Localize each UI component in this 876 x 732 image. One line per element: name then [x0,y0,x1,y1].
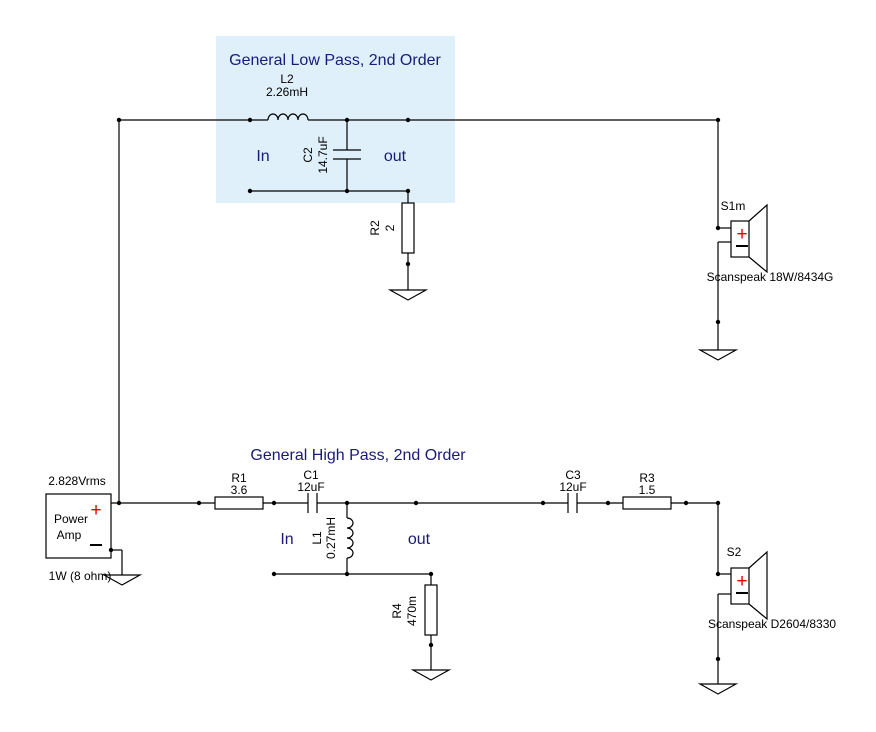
low-pass-in-label: In [256,148,269,165]
top-wires [118,119,718,503]
junction-dot [715,656,721,662]
junction-dot [116,500,122,506]
junction-dot [715,571,721,577]
junction-dot [247,117,253,123]
ground-icon [101,574,143,586]
junction-dot [715,319,721,325]
junction-dot [108,547,114,553]
C2-ref: C2 [301,147,315,163]
low-pass-title: General Low Pass, 2nd Order [229,52,441,69]
inductor-L1[interactable]: L1 0.27mH [310,503,354,574]
junction-dot [196,500,202,506]
junction-dot [405,261,411,267]
speaker-S1[interactable]: + S1m Scanspeak 18W/8434G [707,120,834,350]
junction-dot [271,571,277,577]
junction-dot [605,500,611,506]
high-pass-in-label: In [280,531,293,548]
R1-ref: R1 [231,471,247,485]
S1-model: Scanspeak 18W/8434G [707,270,834,284]
resistor-R1[interactable]: R1 3.6 [214,471,264,510]
plus-icon: + [736,224,747,245]
junction-dot [405,117,411,123]
junction-dot [428,642,434,648]
S1-ref: S1m [721,199,746,213]
capacitor-C2[interactable]: C2 14.7uF [301,120,361,191]
high-pass-title: General High Pass, 2nd Order [250,447,466,464]
junction-dot [715,225,721,231]
R2-ref: R2 [368,220,382,236]
capacitor-C3[interactable]: C3 12uF [559,468,587,513]
ground-icon [387,289,429,301]
C2-value: 14.7uF [316,136,330,173]
amp-label-line1: Power [54,512,88,526]
capacitor-C1[interactable]: C1 12uF [297,468,325,513]
power-amp[interactable]: 2.828Vrms Power Amp + 1W (8 ohm) [45,474,123,583]
resistor-R3[interactable]: R3 1.5 [622,471,672,510]
S2-ref: S2 [727,545,742,559]
plus-icon: + [736,571,747,592]
L1-ref: L1 [310,531,324,545]
R4-value: 470m [405,596,419,626]
low-pass-out-label: out [384,148,407,165]
C1-value: 12uF [297,480,324,494]
ground-icon [697,349,739,361]
L2-value: 2.26mH [266,85,308,99]
R4-ref: R4 [390,603,404,619]
C1-ref: C1 [303,468,319,482]
L1-value: 0.27mH [324,517,338,559]
junction-dot [683,500,689,506]
S2-model: Scanspeak D2604/8330 [708,617,836,631]
junction-dot [247,188,253,194]
high-pass-out-label: out [408,531,431,548]
R1-value: 3.6 [231,483,248,497]
plus-icon: + [90,500,101,521]
junction-dot [116,117,122,123]
amp-label-line2: Amp [57,528,82,542]
R2-value: 2 [383,224,397,231]
resistor-R4[interactable]: R4 470m [390,574,438,670]
junction-dot [271,500,277,506]
speaker-S2[interactable]: + S2 Scanspeak D2604/8330 [708,503,836,684]
junction-dot [413,500,419,506]
C3-ref: C3 [565,468,581,482]
resistor-R2[interactable]: R2 2 [368,191,415,290]
inductor-L2[interactable]: L2 2.26mH [266,72,309,121]
amp-power: 1W (8 ohm) [49,569,112,583]
ground-icon [410,669,452,681]
junction-dot [540,500,546,506]
C3-value: 12uF [559,480,586,494]
L2-ref: L2 [280,72,294,86]
amp-voltage: 2.828Vrms [48,474,106,488]
ground-icon [697,683,739,695]
R3-value: 1.5 [639,483,656,497]
R3-ref: R3 [639,471,655,485]
